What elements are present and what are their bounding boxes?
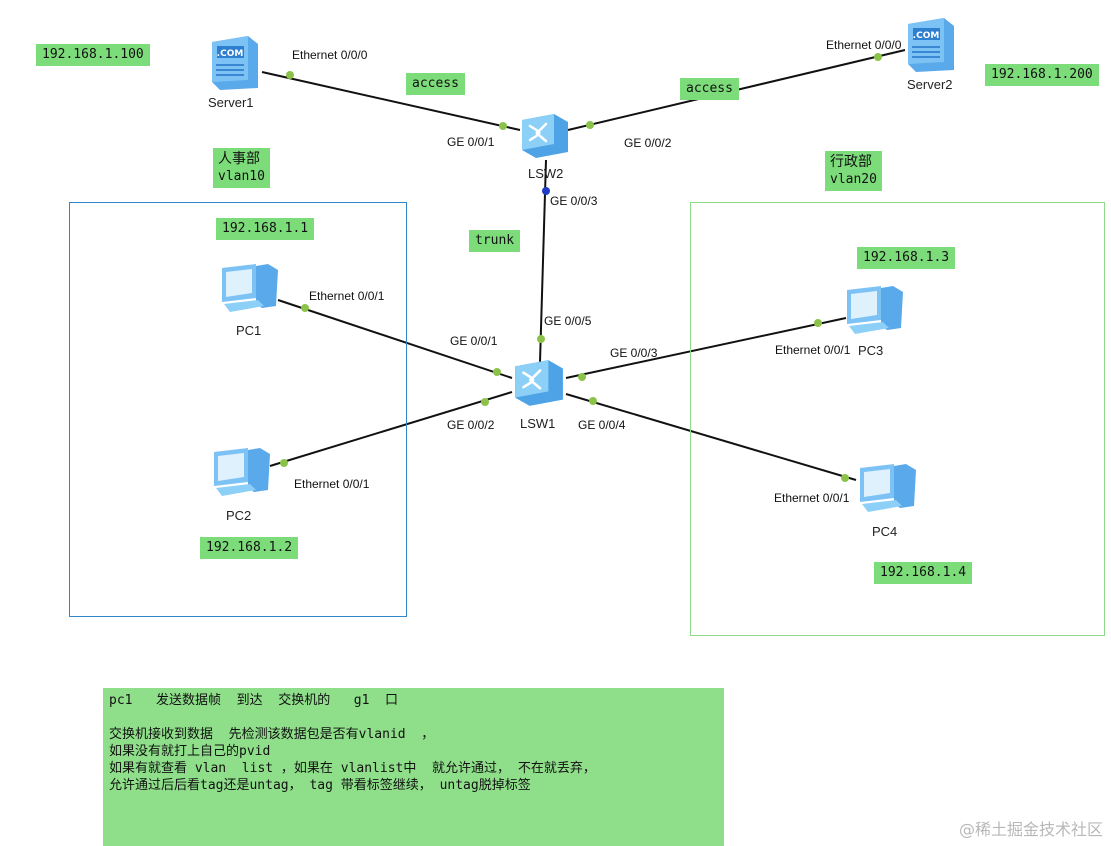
port-dot (481, 398, 489, 406)
svg-text:.COM: .COM (217, 49, 244, 59)
pc4-device[interactable] (856, 460, 918, 516)
server-icon: .COM (908, 18, 954, 72)
note-line-1: pc1 发送数据帧 到达 交换机的 g1 口 (109, 693, 399, 708)
pc2-ip: 192.168.1.2 (200, 537, 299, 559)
server2-ip: 192.168.1.200 (985, 64, 1099, 86)
server2-eth-label: Ethernet 0/0/0 (826, 38, 902, 52)
lsw2-ge3-label: GE 0/0/3 (550, 194, 598, 208)
port-dot (280, 459, 288, 467)
switch-icon (522, 114, 568, 158)
hr-zone-name: 人事部 (218, 151, 260, 167)
lsw1-ge4-label: GE 0/0/4 (578, 418, 626, 432)
pc2-eth-label: Ethernet 0/0/1 (294, 477, 370, 491)
lsw1-device[interactable] (510, 356, 568, 408)
note-line-6: 允许通过后后看tag还是untag， tag 带看标签继续， untag脱掉标签 (109, 778, 531, 793)
switch-icon (515, 360, 563, 406)
uplink-mode: trunk (469, 230, 521, 252)
lsw1-label: LSW1 (520, 416, 556, 431)
port-dot (286, 71, 294, 79)
pc1-ip: 192.168.1.1 (216, 218, 315, 240)
lsw1-ge5-label: GE 0/0/5 (544, 314, 592, 328)
pc3-ip: 192.168.1.3 (857, 247, 956, 269)
watermark: @稀土掘金技术社区 (958, 820, 1103, 839)
pc2-device[interactable] (210, 444, 272, 500)
hr-zone-vlan: vlan10 (218, 169, 265, 184)
port-dot (586, 121, 594, 129)
pc4-label: PC4 (872, 524, 898, 539)
lsw1-ge3-label: GE 0/0/3 (610, 346, 658, 360)
pc-icon (214, 448, 270, 496)
lsw2-device[interactable] (518, 110, 572, 160)
svg-text:.COM: .COM (913, 31, 940, 41)
pc-icon (222, 264, 278, 312)
lsw2-ge2-label: GE 0/0/2 (624, 136, 672, 150)
explanation-note: pc1 发送数据帧 到达 交换机的 g1 口 交换机接收到数据 先检测该数据包是… (103, 688, 724, 846)
note-line-4: 如果没有就打上自己的pvid (109, 744, 271, 759)
pc1-device[interactable] (218, 260, 280, 316)
admin-zone-name: 行政部 (830, 154, 872, 170)
lsw2-ge1-label: GE 0/0/1 (447, 135, 495, 149)
pc3-label: PC3 (858, 343, 884, 358)
server1-device[interactable]: .COM (208, 34, 262, 92)
port-dot (814, 319, 822, 327)
admin-zone-box (690, 202, 1105, 636)
note-line-3: 交换机接收到数据 先检测该数据包是否有vlanid ， (109, 727, 435, 742)
server1-ip: 192.168.1.100 (36, 44, 150, 66)
pc1-eth-label: Ethernet 0/0/1 (309, 289, 385, 303)
port-dot (301, 304, 309, 312)
port-dot (493, 368, 501, 376)
server-icon: .COM (212, 36, 258, 90)
note-line-2 (109, 709, 718, 726)
pc-icon (847, 286, 903, 334)
lsw1-ge2-label: GE 0/0/2 (447, 418, 495, 432)
server1-label: Server1 (208, 95, 254, 110)
trunk-port-dot (542, 187, 550, 195)
link-pc4-lsw1[interactable] (565, 393, 857, 481)
pc3-device[interactable] (843, 282, 905, 338)
link-server1-lsw2[interactable] (261, 71, 521, 131)
link-pc2-lsw1[interactable] (269, 391, 513, 467)
lsw2-label: LSW2 (528, 166, 564, 181)
port-dot (589, 397, 597, 405)
pc-icon (860, 464, 916, 512)
port-dot (874, 53, 882, 61)
server2-link-mode: access (680, 78, 739, 100)
lsw1-ge1-label: GE 0/0/1 (450, 334, 498, 348)
pc4-eth-label: Ethernet 0/0/1 (774, 491, 850, 505)
hr-zone-label: 人事部 vlan10 (213, 148, 270, 188)
server2-device[interactable]: .COM (904, 16, 958, 74)
link-pc3-lsw1[interactable] (565, 317, 847, 379)
server2-label: Server2 (907, 77, 953, 92)
hr-zone-box (69, 202, 407, 617)
port-dot (841, 474, 849, 482)
pc1-label: PC1 (236, 323, 262, 338)
server1-link-mode: access (406, 73, 465, 95)
port-dot (537, 335, 545, 343)
link-pc1-lsw1[interactable] (277, 299, 513, 379)
pc3-eth-label: Ethernet 0/0/1 (775, 343, 851, 357)
admin-zone-label: 行政部 vlan20 (825, 151, 882, 191)
note-line-5: 如果有就查看 vlan list ，如果在 vlanlist中 就允许通过， 不… (109, 761, 596, 776)
pc4-ip: 192.168.1.4 (874, 562, 973, 584)
port-dot (499, 122, 507, 130)
port-dot (578, 373, 586, 381)
admin-zone-vlan: vlan20 (830, 172, 877, 187)
server1-eth-label: Ethernet 0/0/0 (292, 48, 368, 62)
pc2-label: PC2 (226, 508, 252, 523)
